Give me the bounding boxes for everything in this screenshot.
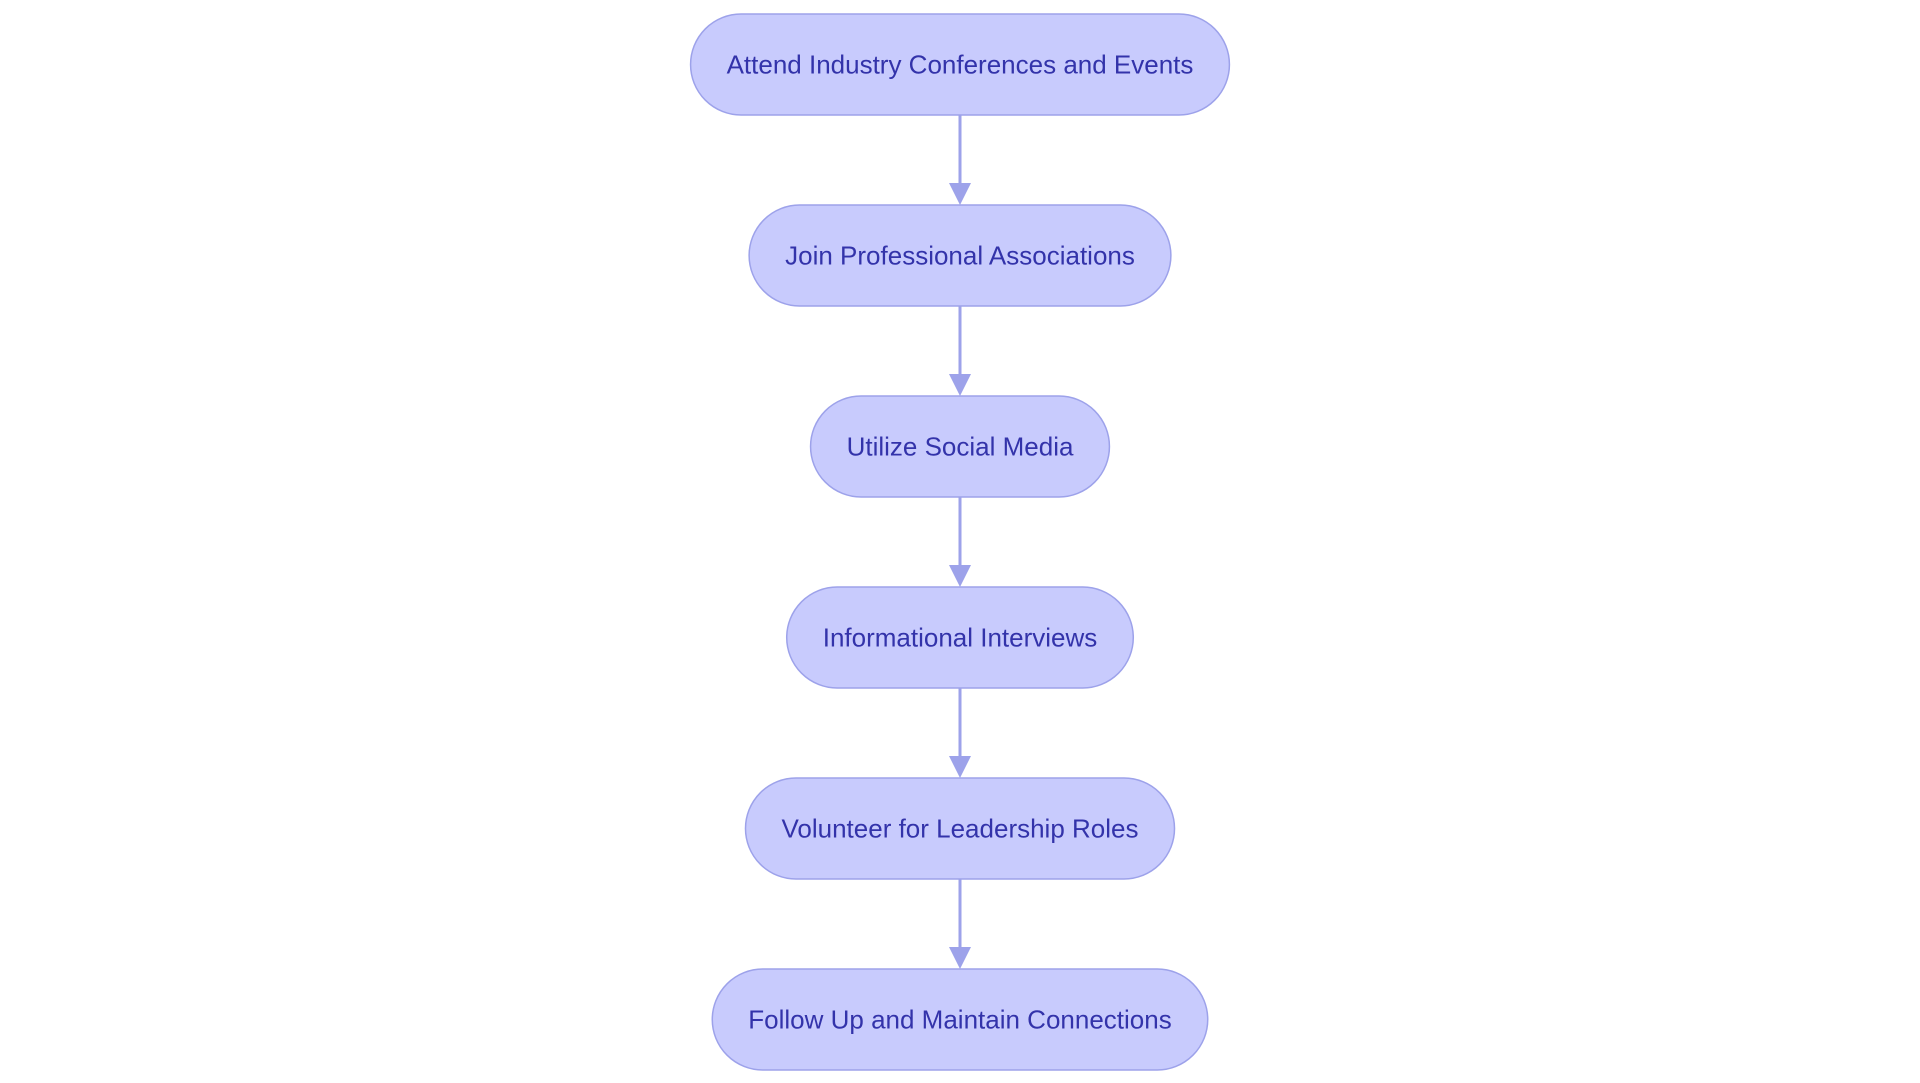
- node-informational-interviews: Informational Interviews: [785, 586, 1135, 689]
- node-shape: [748, 204, 1172, 307]
- node-shape: [744, 777, 1176, 880]
- arrowhead-icon: [949, 374, 971, 396]
- node-shape: [809, 395, 1111, 498]
- arrowhead-icon: [949, 565, 971, 587]
- node-label: Attend Industry Conferences and Events: [727, 50, 1194, 80]
- node-attend-conferences: Attend Industry Conferences and Events: [689, 13, 1231, 116]
- node-shape: [785, 586, 1135, 689]
- edge-n1-n2: [949, 115, 971, 205]
- arrowhead-icon: [949, 183, 971, 205]
- node-shape: [689, 13, 1231, 116]
- edges-layer: [949, 115, 971, 969]
- node-social-media: Utilize Social Media: [809, 395, 1111, 498]
- edge-n4-n5: [949, 688, 971, 778]
- arrowhead-icon: [949, 756, 971, 778]
- node-volunteer-leadership: Volunteer for Leadership Roles: [744, 777, 1176, 880]
- node-label: Follow Up and Maintain Connections: [748, 1005, 1171, 1035]
- node-label: Informational Interviews: [823, 623, 1098, 653]
- node-join-associations: Join Professional Associations: [748, 204, 1172, 307]
- edge-n5-n6: [949, 879, 971, 969]
- node-shape: [711, 968, 1209, 1071]
- node-label: Volunteer for Leadership Roles: [781, 814, 1138, 844]
- node-label: Utilize Social Media: [847, 432, 1074, 462]
- edge-n2-n3: [949, 306, 971, 396]
- node-label: Join Professional Associations: [785, 241, 1135, 271]
- nodes-layer: Attend Industry Conferences and Events J…: [689, 13, 1231, 1071]
- node-follow-up: Follow Up and Maintain Connections: [711, 968, 1209, 1071]
- arrowhead-icon: [949, 947, 971, 969]
- edge-n3-n4: [949, 497, 971, 587]
